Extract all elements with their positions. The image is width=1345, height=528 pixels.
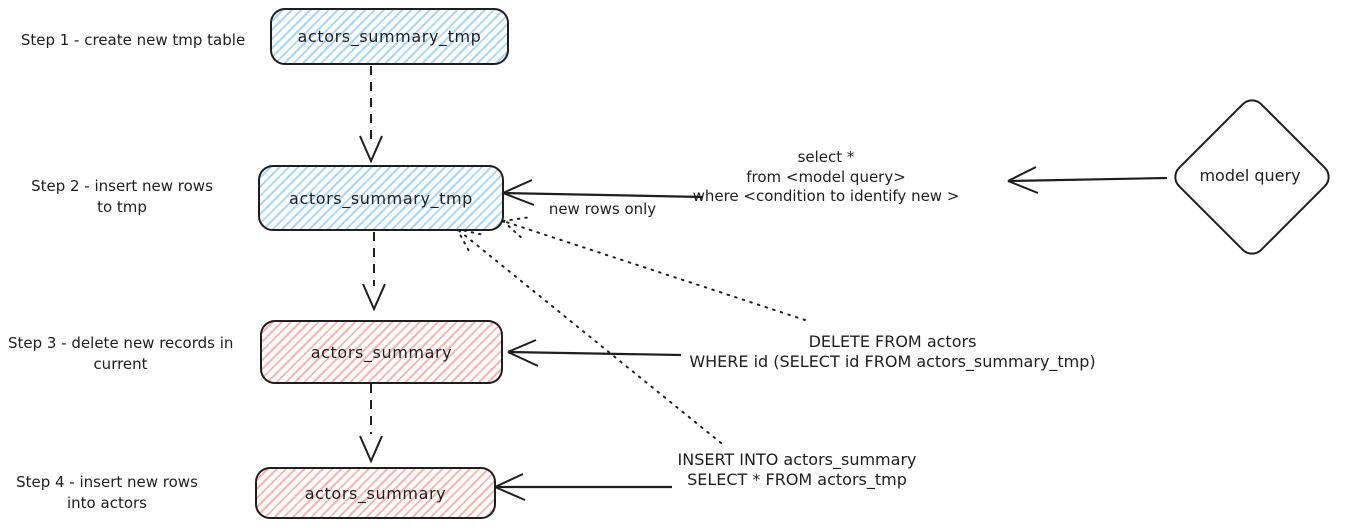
delete-sql-line: WHERE id (SELECT id FROM actors_summary_… xyxy=(689,352,1096,371)
delete-sql-line: DELETE FROM actors xyxy=(808,332,977,351)
dotted-arrow-insert-sql-to-tmp-table xyxy=(456,228,722,444)
insert-sql-line: SELECT * FROM actors_tmp xyxy=(687,470,907,489)
step4-label: Step 4 - insert new rows into actors xyxy=(7,472,207,514)
arrow-step1-to-step2 xyxy=(359,66,383,164)
step2-label-line: Step 2 - insert new rows xyxy=(31,177,213,195)
step2-label: Step 2 - insert new rows to tmp xyxy=(22,176,222,218)
step3-label-line: Step 3 - delete new records in xyxy=(8,334,234,352)
new-rows-only-annotation: new rows only xyxy=(545,200,660,220)
node-summary-table-step3-label: actors_summary xyxy=(310,342,453,362)
delete-sql-annotation: DELETE FROM actors WHERE id (SELECT id F… xyxy=(670,332,1115,372)
select-query-line: select * xyxy=(797,148,855,166)
select-query-annotation: select * from <model query> where <condi… xyxy=(686,148,966,207)
dotted-arrow-delete-sql-to-tmp-table xyxy=(502,216,806,321)
node-tmp-table-step1-label: actors_summary_tmp xyxy=(297,27,482,46)
arrow-step2-to-step3 xyxy=(362,232,386,312)
node-summary-table-step4: actors_summary xyxy=(255,467,496,519)
step3-label-line: current xyxy=(93,355,148,373)
node-model-query-label: model query xyxy=(1199,166,1301,185)
arrow-model-query-to-select-query xyxy=(1007,166,1168,194)
select-query-line: where <condition to identify new > xyxy=(692,187,960,205)
node-tmp-table-step2: actors_summary_tmp xyxy=(258,165,504,231)
step3-label: Step 3 - delete new records in current xyxy=(8,333,233,375)
node-summary-table-step3: actors_summary xyxy=(260,320,503,384)
step4-label-line: into actors xyxy=(67,494,147,512)
arrow-delete-sql-to-summary-table xyxy=(507,339,682,367)
insert-sql-line: INSERT INTO actors_summary xyxy=(677,450,917,469)
node-summary-table-step4-label: actors_summary xyxy=(304,483,447,503)
step1-label-line: Step 1 - create new tmp table xyxy=(20,31,246,49)
step1-label: Step 1 - create new tmp table xyxy=(13,30,253,51)
node-tmp-table-step1: actors_summary_tmp xyxy=(270,8,509,65)
arrow-insert-sql-to-summary-table xyxy=(494,473,672,501)
arrow-select-query-to-tmp-table xyxy=(502,179,704,206)
new-rows-only-line: new rows only xyxy=(548,200,657,218)
insert-sql-annotation: INSERT INTO actors_summary SELECT * FROM… xyxy=(672,450,922,490)
node-tmp-table-step2-label: actors_summary_tmp xyxy=(289,188,473,208)
select-query-line: from <model query> xyxy=(746,167,906,186)
step2-label-line: to tmp xyxy=(97,198,147,216)
step4-label-line: Step 4 - insert new rows xyxy=(16,473,198,491)
arrow-step3-to-step4 xyxy=(359,384,383,464)
